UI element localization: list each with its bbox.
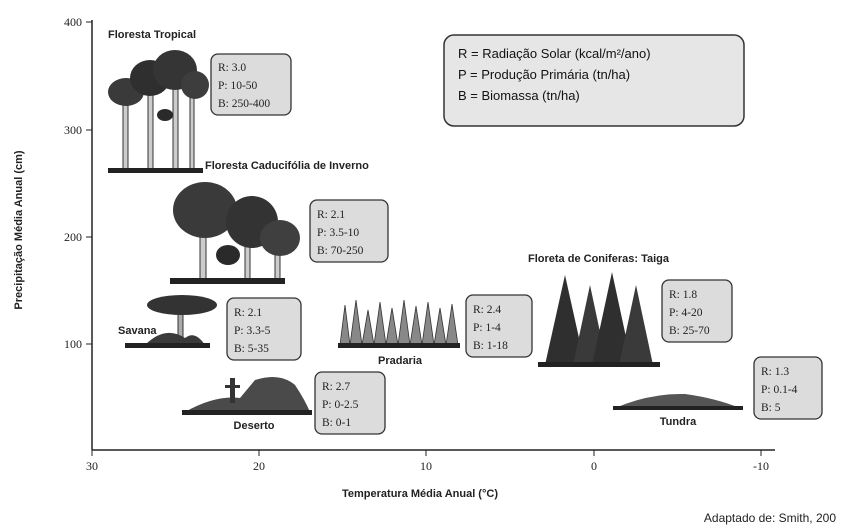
biome-name-savana: Savana <box>118 325 157 337</box>
y-tick-200: 200 <box>64 230 82 244</box>
savanna-illustration <box>125 295 217 348</box>
tropical-forest-illustration <box>108 50 209 173</box>
savana-p: P: 3.3-5 <box>234 325 271 337</box>
coniferas-r: R: 1.8 <box>669 289 697 301</box>
source-credit: Adaptado de: Smith, 200 <box>704 511 836 525</box>
biome-name-floresta-coniferas: Floreta de Coniferas: Taiga <box>528 253 670 265</box>
caducifolia-b: B: 70-250 <box>317 245 364 257</box>
biome-tundra: Tundra R: 1.3 P: 0.1-4 B: 5 <box>613 356 823 428</box>
tundra-r: R: 1.3 <box>761 366 789 378</box>
biome-name-floresta-caducifolia: Floresta Caducifólia de Inverno <box>205 160 369 172</box>
deciduous-forest-illustration <box>170 182 300 284</box>
biome-name-deserto: Deserto <box>234 420 275 432</box>
y-tick-300: 300 <box>64 123 82 137</box>
deserto-b: B: 0-1 <box>322 417 351 429</box>
x-tick-30: 30 <box>86 459 98 473</box>
savana-r: R: 2.1 <box>234 307 262 319</box>
pradaria-r: R: 2.4 <box>473 304 501 316</box>
legend-line-radiation: R = Radiação Solar (kcal/m²/ano) <box>458 46 651 61</box>
biome-pradaria: Pradaria R: 2.4 P: 1-4 B: 1-18 <box>338 294 533 367</box>
biome-floresta-caducifolia: Floresta Caducifólia de Inverno R: 2.1 P… <box>170 160 389 284</box>
conifer-forest-illustration <box>538 272 660 367</box>
biome-name-floresta-tropical: Floresta Tropical <box>108 29 196 41</box>
tundra-b: B: 5 <box>761 402 781 414</box>
x-tick-20: 20 <box>253 459 265 473</box>
x-tick-0: 0 <box>591 459 597 473</box>
tropical-p: P: 10-50 <box>218 80 258 92</box>
x-axis-title: Temperatura Média Anual (°C) <box>342 488 498 500</box>
biome-floresta-tropical: Floresta Tropical R: 3.0 P: 10-50 B: 250… <box>108 29 292 173</box>
biome-savana: Savana R: 2.1 P: 3.3-5 B: 5-35 <box>118 295 302 361</box>
legend-line-production: P = Produção Primária (tn/ha) <box>458 67 630 82</box>
tundra-illustration <box>613 393 743 410</box>
desert-illustration <box>182 376 312 415</box>
legend-box: R = Radiação Solar (kcal/m²/ano) P = Pro… <box>443 34 745 127</box>
deserto-p: P: 0-2.5 <box>322 399 359 411</box>
x-tick-10: 10 <box>420 459 432 473</box>
tropical-b: B: 250-400 <box>218 98 270 110</box>
savana-b: B: 5-35 <box>234 343 269 355</box>
caducifolia-r: R: 2.1 <box>317 209 345 221</box>
coniferas-p: P: 4-20 <box>669 307 703 319</box>
biome-name-pradaria: Pradaria <box>378 355 423 367</box>
caducifolia-p: P: 3.5-10 <box>317 227 359 239</box>
y-tick-400: 400 <box>64 15 82 29</box>
biome-name-tundra: Tundra <box>660 416 697 428</box>
x-tick-minus10: -10 <box>753 459 769 473</box>
legend-line-biomass: B = Biomassa (tn/ha) <box>458 88 580 103</box>
pradaria-p: P: 1-4 <box>473 322 501 334</box>
deserto-r: R: 2.7 <box>322 381 350 393</box>
y-axis-title: Precipitação Média Anual (cm) <box>13 150 25 309</box>
biome-deserto: Deserto R: 2.7 P: 0-2.5 B: 0-1 <box>182 371 386 435</box>
coniferas-b: B: 25-70 <box>669 325 710 337</box>
grassland-illustration <box>338 299 460 348</box>
y-tick-100: 100 <box>64 337 82 351</box>
biome-floresta-coniferas: Floreta de Coniferas: Taiga R: 1.8 P: 4-… <box>528 253 733 367</box>
tropical-r: R: 3.0 <box>218 62 246 74</box>
tundra-p: P: 0.1-4 <box>761 384 798 396</box>
pradaria-b: B: 1-18 <box>473 340 508 352</box>
